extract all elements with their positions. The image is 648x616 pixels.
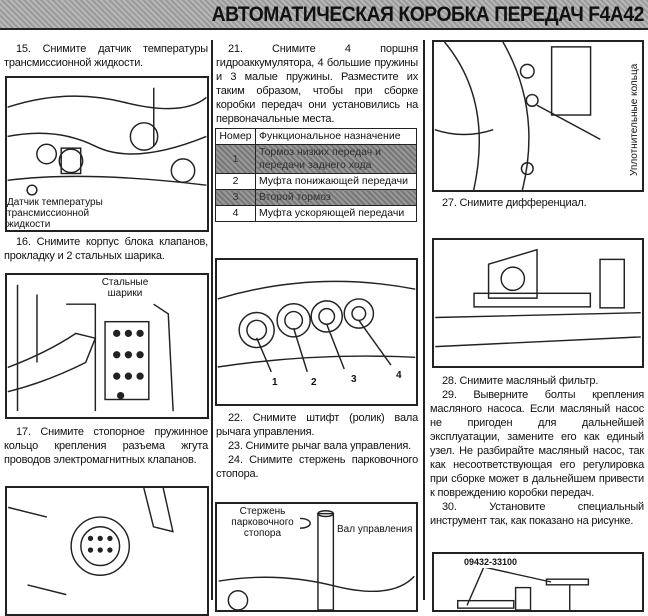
table-cell: Второй тормоз [255,189,417,206]
figure-number: 1 [272,377,278,388]
table-cell: 3 [215,189,256,206]
figure-seal-rings: Уплотнительные кольца [432,40,644,192]
figure-label: Стальные шарики [95,277,155,299]
steps-28-30: 28. Снимите масляный фильтр.29. Вывернит… [430,375,644,527]
step-15: 15. Снимите датчик температуры трансмисс… [4,43,208,69]
table-cell: Муфта понижающей передачи [255,173,417,190]
figure-valve-body: Стальные шарики [5,273,209,419]
table-cell: 1 [215,144,256,174]
step-27: 27. Снимите дифференциал. [442,197,587,209]
table-cell: Тормоз низких передач и передачи заднего… [255,144,417,174]
figure-number: 3 [351,374,357,385]
figure-parking-rod: Стержень парковочного стопора Вал управл… [215,502,418,612]
table-cell: Муфта ускоряющей передачи [255,205,417,222]
tool-part-number: 09432-33100 [464,557,518,568]
step-16: 16. Снимите корпус блока клапанов, прокл… [4,236,208,262]
figure-accumulators: 1 2 3 4 [215,258,418,406]
table-cell: 4 [215,205,256,222]
page-title: АВТОМАТИЧЕСКАЯ КОРОБКА ПЕРЕДАЧ F4A42 [211,3,645,26]
table-header: Номер [215,128,256,145]
step-17: 17. Снимите стопорное пружинное кольцо к… [4,426,208,466]
figure-temperature-sensor: Датчик температуры трансмиссионной жидко… [5,76,209,232]
page-header: АВТОМАТИЧЕСКАЯ КОРОБКА ПЕРЕДАЧ F4A42 [0,0,648,30]
table-cell: 2 [215,173,256,190]
figure-label: Вал управления [337,524,413,535]
table-header: Функциональное назначение [255,128,417,145]
figure-label: Стержень парковочного стопора [225,506,300,539]
step-21: 21. Снимите 4 поршня гидроаккумулятора, … [216,43,418,125]
figure-label: Уплотнительные кольца [629,52,640,187]
column-divider [423,40,425,600]
column-divider [211,40,213,600]
figure-number: 4 [396,370,402,381]
figure-label: Датчик температуры трансмиссионной жидко… [7,197,132,230]
steps-22-24: 22. Снимите штифт (ролик) вала рычага уп… [216,412,418,480]
figure-number: 2 [311,377,317,388]
figure-harness-connector [5,486,209,616]
figure-special-tool: 09432-33100 [432,552,644,612]
figure-differential [432,238,644,368]
